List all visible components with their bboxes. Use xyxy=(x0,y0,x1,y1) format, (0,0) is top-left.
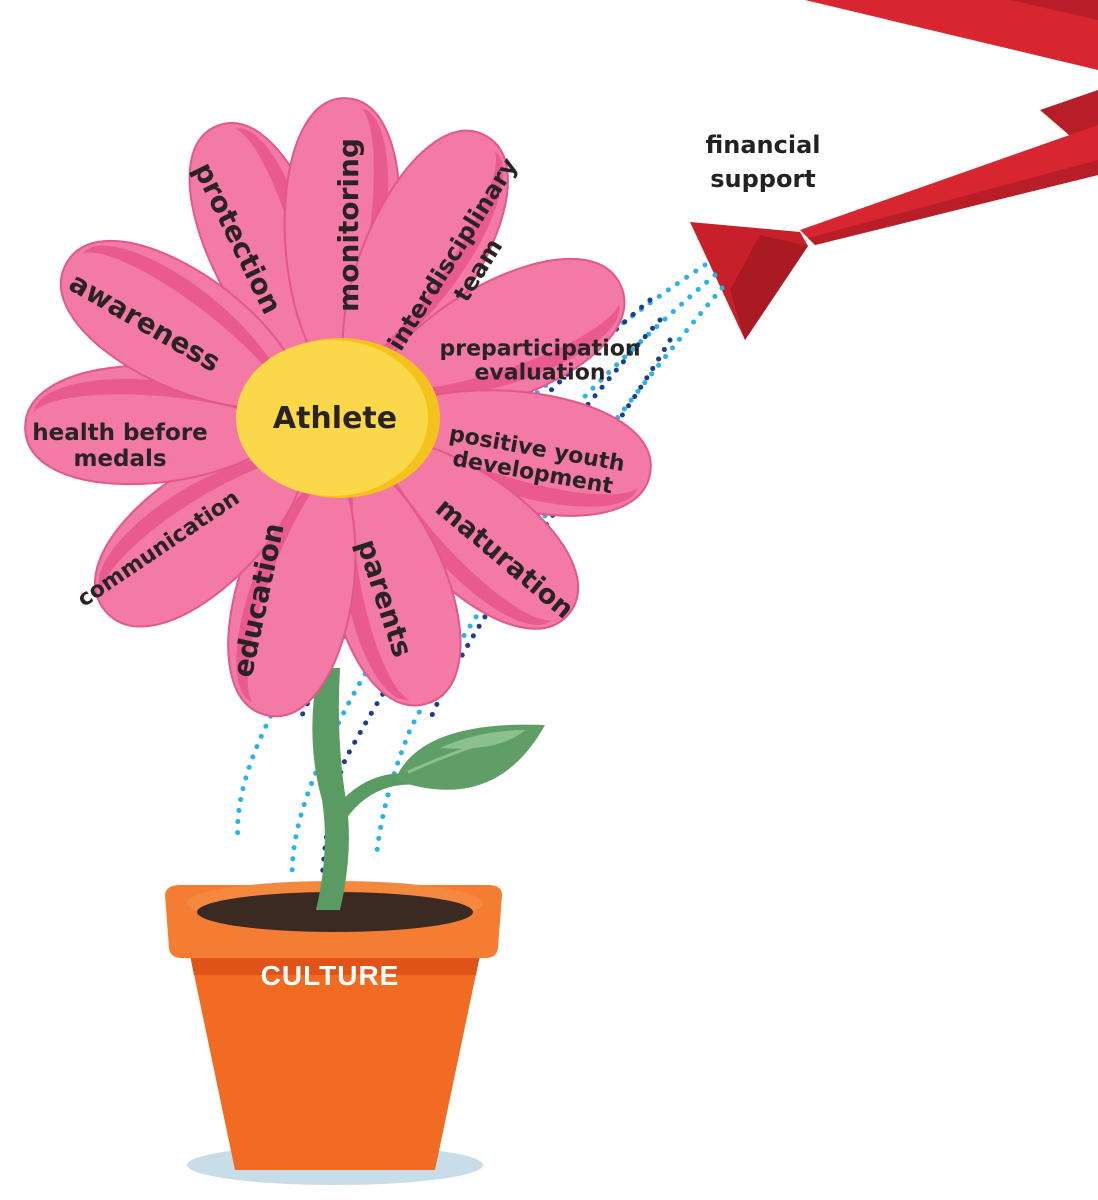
watering-can-body xyxy=(805,0,1098,70)
center-disc xyxy=(236,340,428,496)
pot-rim-shadow xyxy=(190,955,480,975)
watering-can-rose-shade xyxy=(730,235,808,340)
petals xyxy=(24,97,652,718)
petal-shade xyxy=(33,378,265,418)
petal-shade xyxy=(236,484,317,703)
financial-support-line: financial xyxy=(705,131,820,159)
petal-shape xyxy=(59,239,296,410)
athlete-label: Athlete xyxy=(273,401,397,436)
stem-and-leaf xyxy=(312,668,545,910)
petal-label-line: preparticipation xyxy=(439,337,640,362)
watering-can-spout xyxy=(800,125,1098,245)
pot-body xyxy=(190,955,480,1170)
flower-center: Athlete xyxy=(236,338,440,498)
petal-label-line: evaluation xyxy=(475,361,606,386)
flower-pot: CULTURE xyxy=(165,881,502,1170)
stem xyxy=(312,668,349,910)
watering-can-spout-shade xyxy=(808,160,1098,245)
culture-label: CULTURE xyxy=(261,960,400,991)
petal-label-line: medals xyxy=(73,446,166,472)
petal-label-line: health before xyxy=(32,420,208,446)
petal-shade xyxy=(340,108,389,349)
leaf xyxy=(395,724,545,790)
watering-can-handle xyxy=(1010,0,1098,160)
petal-shade xyxy=(399,303,620,399)
leaf-highlight xyxy=(440,730,525,749)
soil xyxy=(197,892,473,932)
financial-support-line: support xyxy=(710,165,816,193)
petal-shade xyxy=(402,433,638,507)
petal-awareness xyxy=(59,239,296,410)
water-stream xyxy=(289,272,718,883)
financial-support-label: financial support xyxy=(705,131,820,193)
petal-label-line: monitoring xyxy=(332,138,365,312)
watering-can xyxy=(690,0,1098,340)
petal-label-monitoring: monitoring xyxy=(332,138,365,312)
